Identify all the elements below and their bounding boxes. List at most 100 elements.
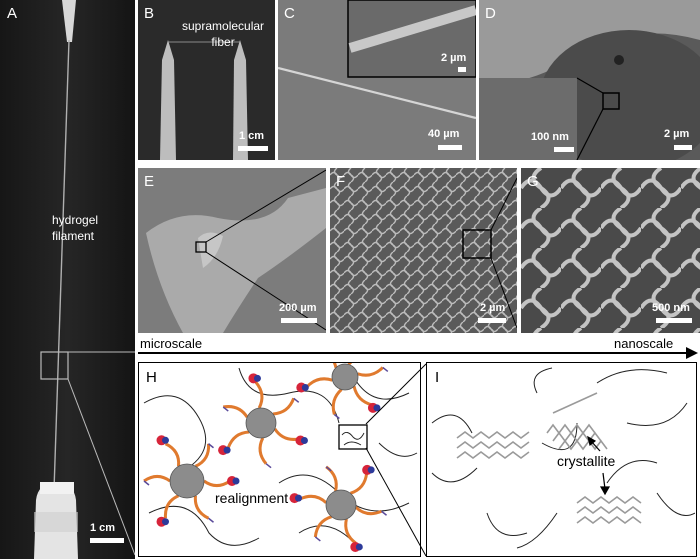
polymer-arm (254, 381, 264, 409)
nanoparticle-core (325, 489, 357, 521)
zoom-lines-h-i (365, 363, 427, 557)
scalebar-d-inset-text: 100 nm (531, 131, 569, 143)
polymer-arm (306, 377, 333, 388)
binding-bead (253, 374, 261, 382)
caption-a: hydrogel filament (52, 213, 99, 243)
panel-label-d: D (485, 5, 496, 22)
crystallite-label: crystallite (557, 453, 616, 469)
binding-bead (295, 494, 303, 502)
polymer-arm (299, 494, 328, 504)
panel-i-schematic (431, 367, 695, 549)
panel-label-a: A (7, 5, 18, 22)
panel-g-sem (521, 168, 700, 333)
arm-stub (325, 466, 332, 472)
scalebar-g-text: 500 nm (652, 302, 690, 314)
panel-g: G 500 nm (521, 168, 700, 333)
panel-d-sem (479, 0, 700, 160)
scalebar-d-text: 2 µm (664, 128, 690, 140)
polymer-arm (164, 442, 181, 467)
panel-label-c: C (284, 5, 295, 22)
panel-h: H realignment (138, 362, 421, 557)
polymer-arm (332, 363, 338, 369)
realignment-label: realignment (215, 490, 289, 506)
binding-bead (373, 404, 381, 412)
binding-bead (232, 477, 240, 485)
polymer-arm (193, 495, 210, 520)
polymer-arm (273, 427, 300, 441)
scalebar-g (656, 318, 692, 323)
hydrogel-filament (53, 39, 70, 491)
nanoparticle-core (331, 363, 359, 391)
scalebar-b (238, 146, 268, 151)
zoom-box-d (602, 92, 620, 110)
crystallite-bottom (576, 496, 642, 524)
fiber-c (278, 66, 476, 120)
panel-d: D 100 nm 2 µm (479, 0, 700, 160)
scalebar-a-text: 1 cm (90, 522, 116, 534)
scalebar-c-inset (458, 67, 466, 72)
scalebar-d-inset (554, 147, 574, 152)
crystallite-left (456, 431, 530, 459)
tweezer-tip (62, 0, 76, 42)
polymer-arm (331, 388, 343, 415)
scalebar-b-text: 1 cm (239, 130, 265, 142)
nanoscale-label: nanoscale (614, 336, 674, 351)
panel-a: A hydrogel filament 1 cm (0, 0, 135, 559)
polymer-arm (143, 474, 171, 483)
polymer-arm (313, 515, 333, 538)
scalebar-c-text: 40 µm (428, 128, 460, 140)
arm-stub (382, 366, 389, 373)
scalebar-c (438, 145, 462, 150)
binding-bead (367, 466, 375, 474)
arm-stub (143, 480, 150, 486)
scale-arrow (138, 347, 698, 359)
polymer-arm (354, 506, 383, 516)
zoom-box-e (195, 241, 207, 253)
zoom-box-f (462, 229, 492, 259)
crystallite-top (546, 392, 608, 451)
arm-stub (293, 397, 300, 403)
panel-c-sem (278, 0, 476, 160)
panel-label-h: H (146, 369, 157, 386)
arm-stub (208, 517, 214, 523)
scalebar-a (90, 538, 124, 543)
panel-label-f: F (336, 173, 346, 190)
arm-stub (333, 413, 340, 420)
polymer-arm (194, 443, 211, 468)
panel-h-schematic (143, 363, 418, 552)
panel-e-sem (138, 168, 326, 333)
binding-bead (300, 437, 308, 445)
scalebar-e-text: 200 µm (279, 302, 317, 314)
zoom-box-h (338, 424, 368, 450)
panel-i: I crystallite (426, 362, 697, 557)
panel-b: B supramolecular fiber 1 cm (138, 0, 275, 160)
binding-bead (162, 518, 169, 526)
arm-stub (381, 510, 387, 516)
polymer-arm (226, 430, 250, 449)
polymer-arm (349, 472, 369, 495)
binding-bead (223, 446, 231, 454)
binding-bead (355, 543, 363, 551)
polymer-arm (203, 479, 231, 488)
panel-c: C 2 µm 40 µm (278, 0, 476, 160)
arm-stub (222, 406, 229, 412)
panel-a-photo (0, 0, 135, 559)
nanoparticle-core (245, 407, 277, 439)
panel-label-g: G (527, 173, 539, 190)
arm-stub (208, 443, 214, 449)
panel-label-e: E (144, 173, 155, 190)
polymer-arm (272, 397, 296, 416)
panel-label-b: B (144, 5, 155, 22)
panel-label-i: I (435, 369, 440, 386)
panel-e: E 200 µm (138, 168, 326, 333)
polymer-arm (222, 405, 249, 419)
panel-f: F 2 µm (330, 168, 517, 333)
polymer-arm (357, 366, 384, 377)
scalebar-f (478, 318, 506, 323)
scalebar-d (674, 145, 692, 150)
polymer-arm (344, 518, 357, 545)
binding-bead (301, 384, 309, 392)
scalebar-f-text: 2 µm (480, 302, 506, 314)
inset-d (479, 78, 577, 160)
zoom-box-a (40, 351, 69, 380)
